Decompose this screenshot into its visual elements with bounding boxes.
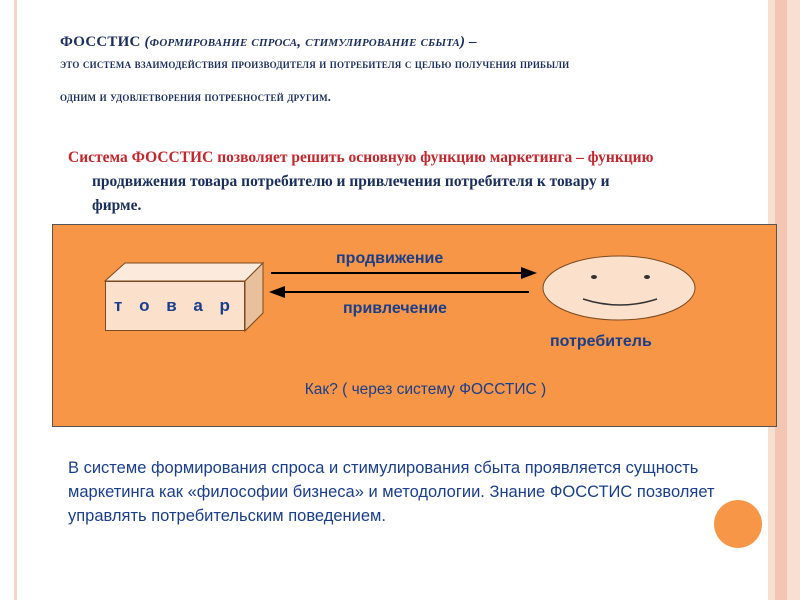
- arrow-attraction-label: привлечение: [343, 300, 447, 317]
- slide-heading: ФОССТИС (формирование спроса, стимулиров…: [60, 34, 760, 105]
- summary-paragraph: В системе формирования спроса и стимулир…: [68, 459, 715, 525]
- face-smile: [582, 298, 658, 306]
- consumer-label: потребитель: [550, 333, 652, 350]
- fosstis-diagram: т о в а р продвижение привлечение потреб…: [52, 224, 777, 427]
- product-box-label: т о в а р: [114, 296, 236, 315]
- intro-text-2: продвижения товара потребителю и привлеч…: [92, 173, 610, 190]
- intro-lead: Система ФОССТИС: [68, 149, 214, 166]
- arrow-attraction-head: [269, 286, 285, 298]
- heading-line-1: ФОССТИС (формирование спроса, стимулиров…: [60, 34, 760, 51]
- heading-title: ФОССТИС: [60, 34, 141, 50]
- heading-subtitle: (формирование спроса, стимулирование сбы…: [144, 34, 477, 50]
- left-decor-line: [14, 0, 17, 600]
- heading-line-3: одним и удовлетворения потребностей друг…: [60, 90, 332, 104]
- intro-paragraph: Система ФОССТИС позволяет решить основну…: [68, 146, 748, 218]
- face-eye-left: [591, 275, 597, 279]
- intro-text-1: позволяет решить основную функцию маркет…: [213, 149, 654, 166]
- product-box: [105, 281, 245, 331]
- box-side-face: [244, 261, 264, 333]
- face-eye-right: [644, 275, 650, 279]
- consumer-face: [542, 255, 696, 321]
- arrow-promotion-label: продвижение: [336, 250, 444, 267]
- heading-line-2: это система взаимодействия производителя…: [60, 57, 570, 71]
- box-top-face: [103, 262, 265, 282]
- arrow-promotion-head: [521, 267, 537, 279]
- diagram-question: Как? ( через систему ФОССТИС ): [304, 381, 547, 398]
- decor-circle: [714, 500, 762, 548]
- diagram-graphics: [103, 255, 696, 333]
- intro-text-3: фирме.: [92, 197, 142, 214]
- right-decor-band-inner: [775, 0, 787, 600]
